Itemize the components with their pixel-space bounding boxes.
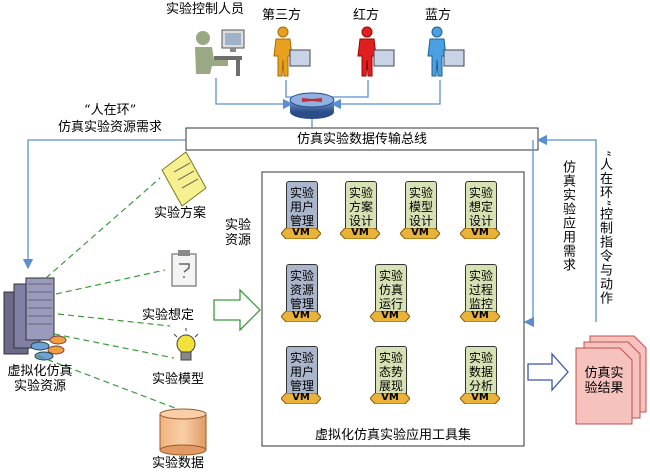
vm-label: VM bbox=[292, 310, 310, 321]
module-label: 实验 过程 监控 bbox=[465, 264, 497, 316]
router-icon bbox=[289, 92, 335, 119]
module-label: 实验 用户 管理 bbox=[286, 346, 318, 398]
module-user-management-1[interactable]: 实验 用户 管理 VM bbox=[281, 181, 321, 239]
model-lightbulb-icon bbox=[173, 328, 199, 361]
module-label: 实验 用户 管理 bbox=[286, 181, 318, 233]
module-label: 实验 想定 设计 bbox=[465, 181, 497, 233]
toolset-title: 虚拟化仿真实验应用工具集 bbox=[314, 428, 471, 443]
module-label: 实验 态势 展现 bbox=[375, 346, 407, 398]
data-bus-label: 仿真实验数据传输总线 bbox=[296, 132, 427, 147]
resource-links bbox=[37, 177, 176, 409]
module-scenario-design[interactable]: 实验 想定 设计 VM bbox=[460, 181, 500, 239]
vm-label: VM bbox=[471, 227, 489, 238]
control-command-arrow bbox=[523, 140, 535, 328]
scenario-clipboard-icon bbox=[171, 250, 197, 287]
result-document-icon bbox=[575, 335, 647, 425]
module-resource-management[interactable]: 实验 资源 管理 VM bbox=[281, 264, 321, 322]
data-label: 实验数据 bbox=[152, 456, 205, 471]
module-data-analysis[interactable]: 实验 数据 分析 VM bbox=[460, 346, 500, 404]
result-label: 仿真实 验结果 bbox=[584, 366, 624, 396]
left-demand-line2: 仿真实验资源需求 bbox=[58, 120, 163, 135]
third-party-label: 第三方 bbox=[262, 8, 302, 23]
blue-side-label: 蓝方 bbox=[425, 8, 452, 23]
vm-label: VM bbox=[381, 392, 399, 403]
operators-label: 实验控制人员 bbox=[166, 2, 245, 17]
result-output-arrow bbox=[527, 352, 569, 392]
blue-side-icon bbox=[427, 26, 465, 77]
module-process-monitor[interactable]: 实验 过程 监控 VM bbox=[460, 264, 500, 322]
module-user-management-2[interactable]: 实验 用户 管理 VM bbox=[281, 346, 321, 404]
resource-input-arrow bbox=[213, 288, 261, 332]
red-side-label: 红方 bbox=[353, 8, 380, 23]
application-demand-label: 仿真实验应用需求 bbox=[560, 160, 575, 272]
module-label: 实验 方案 设计 bbox=[345, 181, 377, 233]
experiment-resource-label: 实验 资源 bbox=[224, 218, 251, 248]
vm-label: VM bbox=[471, 310, 489, 321]
scenario-label: 实验想定 bbox=[142, 308, 195, 323]
vm-label: VM bbox=[292, 392, 310, 403]
vm-label: VM bbox=[381, 310, 399, 321]
third-party-icon bbox=[273, 26, 311, 77]
module-label: 实验 资源 管理 bbox=[286, 264, 318, 316]
module-label: 实验 模型 设计 bbox=[405, 181, 437, 233]
vm-label: VM bbox=[351, 227, 369, 238]
module-model-design[interactable]: 实验 模型 设计 VM bbox=[400, 181, 440, 239]
vm-label: VM bbox=[411, 227, 429, 238]
control-command-label: “人在环”控制指令与动作 bbox=[597, 150, 612, 306]
plan-document-icon bbox=[161, 151, 207, 207]
module-situation-display[interactable]: 实验 态势 展现 VM bbox=[370, 346, 410, 404]
plan-label: 实验方案 bbox=[154, 206, 207, 221]
vm-label: VM bbox=[292, 227, 310, 238]
red-side-icon bbox=[357, 26, 395, 77]
module-plan-design[interactable]: 实验 方案 设计 VM bbox=[340, 181, 380, 239]
vm-label: VM bbox=[471, 392, 489, 403]
virtual-resource-label: 虚拟化仿真 实验资源 bbox=[7, 364, 73, 394]
resource-demand-arrow bbox=[22, 139, 186, 270]
left-demand-line1: “人在环” bbox=[84, 103, 137, 118]
server-stack-icon bbox=[3, 277, 67, 361]
operator-icon bbox=[195, 29, 245, 76]
module-label: 实验 数据 分析 bbox=[465, 346, 497, 398]
data-database-icon bbox=[159, 408, 207, 456]
model-label: 实验模型 bbox=[152, 372, 205, 387]
module-simulation-run[interactable]: 实验 仿真 运行 VM bbox=[370, 264, 410, 322]
module-label: 实验 仿真 运行 bbox=[375, 264, 407, 316]
application-demand-arrow bbox=[536, 134, 597, 322]
